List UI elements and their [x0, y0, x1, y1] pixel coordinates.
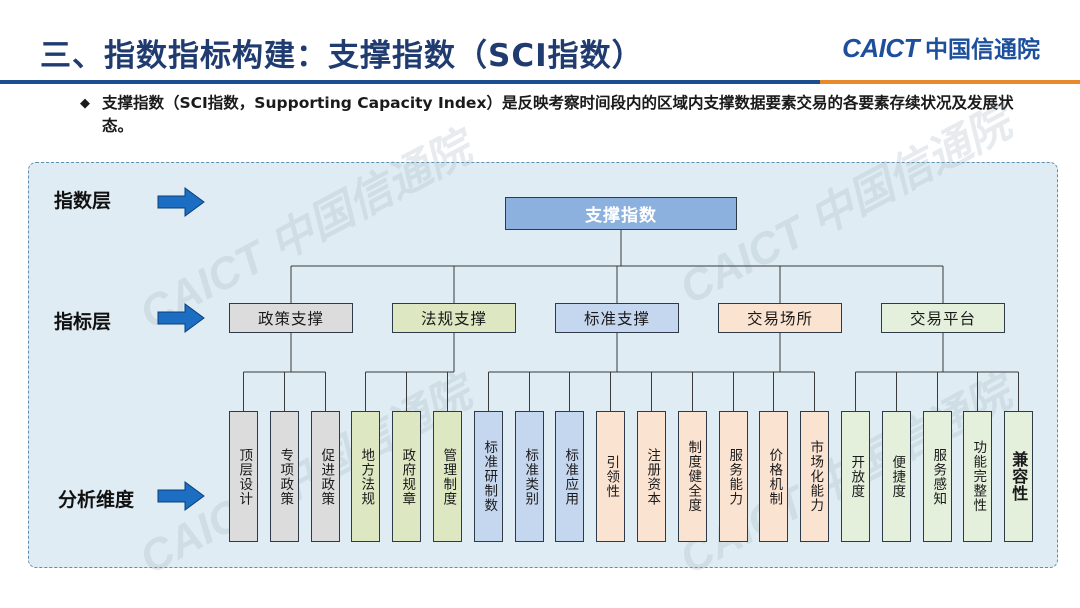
arrow-right-icon	[157, 187, 205, 217]
page-title: 三、指数指标构建：支撑指数（SCI指数）	[40, 38, 644, 74]
dimension-node: 标准应用	[555, 411, 584, 542]
diamond-bullet-icon: ◆	[80, 96, 90, 111]
description: ◆ 支撑指数（SCI指数，Supporting Capacity Index）是…	[80, 92, 1020, 138]
dimension-node: 价格机制	[759, 411, 788, 542]
arrow-right-icon	[157, 303, 205, 333]
dimension-node: 管理制度	[433, 411, 462, 542]
dimension-node: 便捷度	[882, 411, 911, 542]
dimension-node: 政府规章	[392, 411, 421, 542]
dimension-node: 开放度	[841, 411, 870, 542]
dimension-node: 功能完整性	[963, 411, 992, 542]
level-label-indicator: 指标层	[54, 311, 112, 333]
indicator-node: 政策支撑	[229, 303, 353, 333]
dimension-node: 地方法规	[351, 411, 380, 542]
dimension-node: 市场化能力	[800, 411, 829, 542]
logo-text-en: CAICT	[842, 33, 919, 63]
caict-logo: CAICT 中国信通院	[842, 30, 1040, 64]
dimension-node: 促进政策	[311, 411, 340, 542]
dimension-node: 标准类别	[515, 411, 544, 542]
indicator-node: 法规支撑	[392, 303, 516, 333]
logo-text-cn: 中国信通院	[925, 37, 1040, 63]
description-text: 支撑指数（SCI指数，Supporting Capacity Index）是反映…	[102, 94, 1014, 135]
dimension-node: 专项政策	[270, 411, 299, 542]
dimension-node: 服务感知	[923, 411, 952, 542]
root-node: 支撑指数	[505, 197, 737, 230]
dimension-node: 兼容性	[1004, 411, 1033, 542]
dimension-node: 顶层设计	[229, 411, 258, 542]
dimension-node: 制度健全度	[678, 411, 707, 542]
dimension-node: 服务能力	[719, 411, 748, 542]
level-label-index: 指数层	[54, 190, 112, 212]
level-label-dimension: 分析维度	[58, 489, 135, 511]
dimension-node: 注册资本	[637, 411, 666, 542]
indicator-node: 交易平台	[881, 303, 1005, 333]
arrow-right-icon	[157, 481, 205, 511]
dimension-node: 标准研制数	[474, 411, 503, 542]
title-underline-blue	[0, 80, 820, 84]
indicator-node: 标准支撑	[555, 303, 679, 333]
title-underline-orange	[820, 80, 1080, 84]
dimension-node: 引领性	[596, 411, 625, 542]
indicator-node: 交易场所	[718, 303, 842, 333]
